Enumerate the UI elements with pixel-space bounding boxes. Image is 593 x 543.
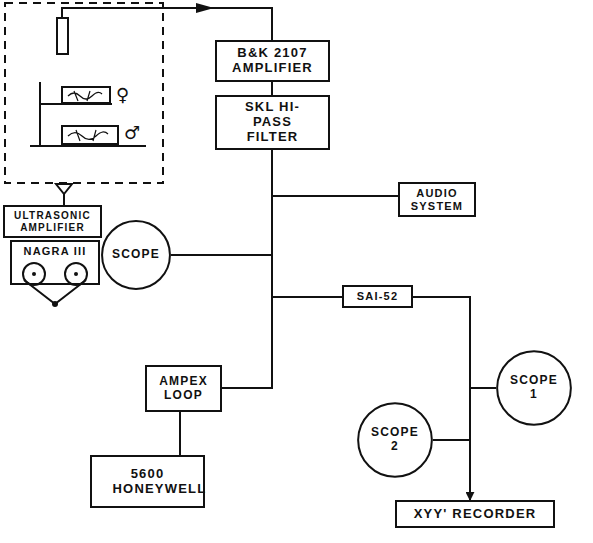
signal-line (272, 150, 342, 297)
reel-hub (32, 272, 36, 276)
ultrasonic-speaker (56, 184, 72, 194)
cage-stand (39, 82, 41, 146)
equipment-box: 5600 HONEYWELL (90, 455, 205, 508)
equipment-box: AUDIO SYSTEM (398, 182, 476, 217)
signal-line (171, 150, 272, 255)
equipment-box: NAGRA III (10, 240, 100, 285)
signal-line (271, 82, 273, 95)
equipment-label: AUDIO SYSTEM (404, 187, 470, 212)
equipment-label: AMPEX LOOP (153, 375, 215, 403)
floor (30, 145, 146, 147)
scope-circle: SCOPE (101, 220, 171, 290)
equipment-box: B&K 2107 AMPLIFIER (215, 40, 330, 82)
equipment-label: XYY' RECORDER (414, 507, 537, 522)
equipment-label: 5600 HONEYWELL (113, 467, 183, 497)
signal-line (222, 150, 272, 388)
scope-circle: SCOPE 1 (496, 350, 572, 426)
female-cage (62, 87, 110, 103)
scope-circle: SCOPE 2 (357, 402, 433, 478)
equipment-label: B&K 2107 AMPLIFIER (228, 46, 318, 76)
equipment-label: ULTRASONIC AMPLIFIER (9, 210, 96, 233)
microphone (57, 18, 68, 54)
reel-hub (74, 272, 78, 276)
equipment-label: SCOPE 2 (369, 426, 421, 454)
signal-arrow (196, 3, 214, 13)
equipment-label: SCOPE 1 (508, 374, 560, 402)
equipment-label: NAGRA III (24, 245, 87, 258)
equipment-label: SKL HI-PASS FILTER (233, 100, 313, 145)
sex-symbol: ♂ (124, 124, 140, 142)
signal-line (413, 297, 496, 388)
signal-line (413, 297, 470, 500)
equipment-box: ULTRASONIC AMPLIFIER (3, 205, 102, 238)
male-animal (68, 130, 108, 141)
speaker-cable (63, 194, 65, 205)
microphone-cable (62, 8, 272, 40)
equipment-box: AMPEX LOOP (145, 365, 222, 412)
signal-line (179, 412, 181, 455)
sound-chamber (5, 3, 163, 183)
tape-head (52, 301, 58, 307)
equipment-box: SAI-52 (342, 285, 413, 308)
equipment-box: XYY' RECORDER (395, 500, 555, 528)
equipment-label: SCOPE (112, 248, 160, 262)
female-animal (68, 91, 102, 101)
equipment-label: SAI-52 (357, 290, 398, 303)
equipment-box: SKL HI-PASS FILTER (215, 95, 330, 150)
sex-symbol: ♀ (116, 86, 129, 104)
male-cage (62, 126, 118, 144)
signal-line (272, 150, 398, 196)
